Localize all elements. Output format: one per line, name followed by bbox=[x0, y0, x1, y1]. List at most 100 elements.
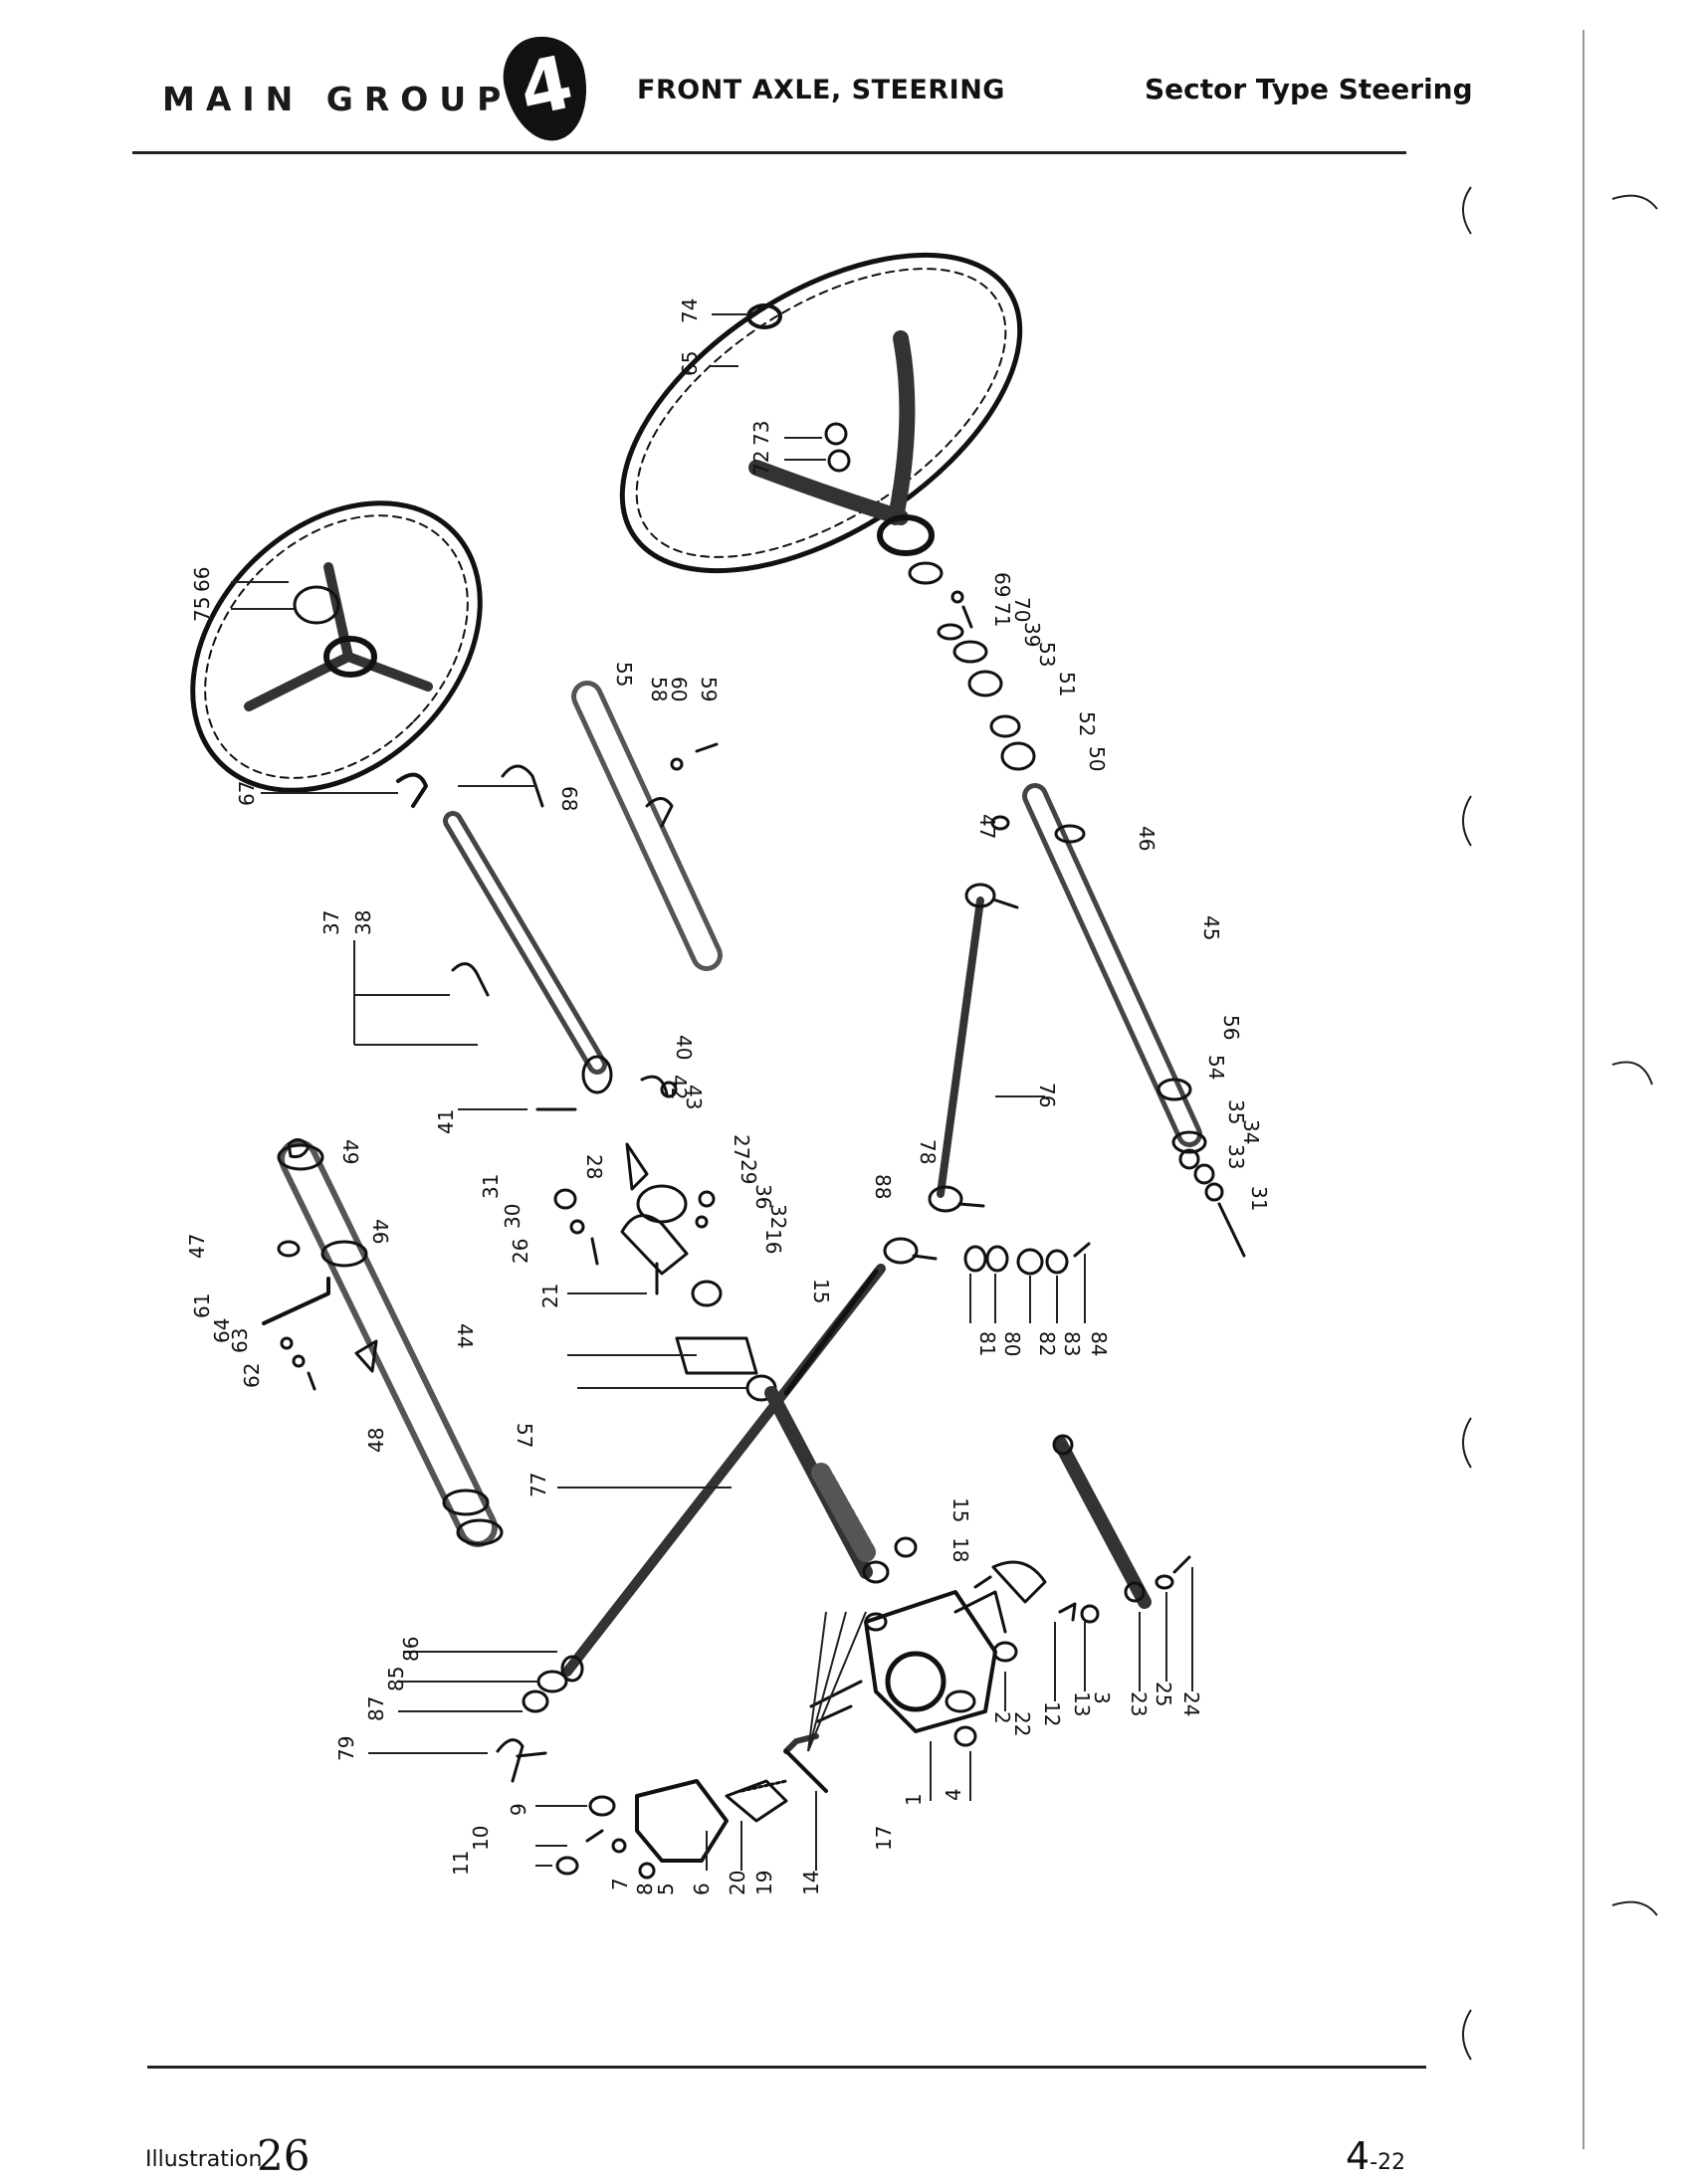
callout: 46 bbox=[368, 1219, 392, 1244]
callout: 33 bbox=[1224, 1144, 1248, 1169]
callout: 87 bbox=[364, 1696, 388, 1721]
callout: 31 bbox=[479, 1174, 503, 1199]
callout: 60 bbox=[667, 677, 691, 701]
callout: 85 bbox=[384, 1667, 408, 1691]
callout: 82 bbox=[1035, 1331, 1059, 1356]
callout: 54 bbox=[1204, 1055, 1228, 1080]
leader-lines bbox=[231, 313, 1193, 1871]
callout: 11 bbox=[449, 1851, 473, 1876]
main-group-label: MAIN GROUP bbox=[162, 80, 513, 118]
callout: 16 bbox=[761, 1229, 785, 1254]
callout: 61 bbox=[190, 1293, 214, 1318]
callout: 73 bbox=[749, 421, 773, 446]
illustration-number: 26 bbox=[257, 2131, 311, 2180]
callout: 48 bbox=[364, 1428, 388, 1453]
callout: 62 bbox=[240, 1363, 264, 1388]
callout: 43 bbox=[682, 1085, 706, 1109]
callout: 12 bbox=[1040, 1701, 1064, 1726]
callout: 79 bbox=[334, 1736, 358, 1761]
upper-parts-stack bbox=[908, 561, 1246, 1258]
callouts-steering-box: 15 18 1 2 12 13 3 23 25 24 22 4 17 14 bbox=[799, 1497, 1203, 1895]
page-number: 4-22 bbox=[1346, 2134, 1405, 2178]
callout: 37 bbox=[319, 910, 343, 935]
callout: 41 bbox=[434, 1109, 458, 1134]
callout: 17 bbox=[872, 1826, 896, 1851]
callout: 40 bbox=[672, 1035, 696, 1060]
callouts-upper-stack: 69 71 70 39 53 51 52 50 bbox=[990, 572, 1109, 771]
binding-edge-rule bbox=[1582, 30, 1584, 2149]
callout: 26 bbox=[509, 1239, 532, 1264]
callout: 56 bbox=[1219, 1015, 1243, 1040]
upper-shafts bbox=[443, 681, 723, 1075]
callout: 47 bbox=[185, 1234, 209, 1259]
callout: 15 bbox=[948, 1497, 972, 1522]
callout: 25 bbox=[1152, 1682, 1175, 1706]
callout: 75 bbox=[190, 597, 214, 622]
callout: 69 bbox=[990, 572, 1014, 597]
callout: 74 bbox=[678, 298, 702, 323]
callout: 65 bbox=[678, 351, 702, 376]
callout: 83 bbox=[1060, 1331, 1084, 1356]
worm-shaft bbox=[764, 1386, 918, 1584]
callout: 55 bbox=[612, 662, 636, 687]
steering-box bbox=[783, 1434, 1191, 1793]
callout: 27 bbox=[730, 1134, 753, 1159]
illustration-label: Illustration bbox=[145, 2147, 263, 2172]
box-cover bbox=[555, 1779, 788, 1880]
callout: 6 bbox=[690, 1883, 714, 1895]
page-number-suffix: -22 bbox=[1369, 2150, 1406, 2175]
callout: 64 bbox=[210, 1318, 234, 1343]
footer-rule bbox=[147, 2066, 1426, 2069]
callout: 24 bbox=[1179, 1691, 1203, 1716]
callout: 30 bbox=[501, 1204, 525, 1229]
callouts-wheel-large: 74 65 73 72 bbox=[678, 298, 773, 476]
callout: 51 bbox=[1055, 672, 1079, 696]
large-steering-wheel bbox=[619, 252, 1023, 574]
callout: 35 bbox=[1224, 1099, 1248, 1124]
callout: 47 bbox=[975, 814, 999, 839]
callouts-coupling: 40 42 43 41 27 28 29 36 32 31 30 26 21 1… bbox=[434, 1035, 833, 1308]
callout: 86 bbox=[399, 1637, 423, 1662]
callout: 84 bbox=[1087, 1331, 1111, 1356]
callout: 19 bbox=[752, 1871, 776, 1895]
callout: 22 bbox=[1010, 1711, 1034, 1736]
callouts-column-left: 49 47 46 61 64 63 62 44 48 57 bbox=[185, 1139, 536, 1453]
callout: 45 bbox=[1199, 915, 1223, 940]
callout: 31 bbox=[1247, 1186, 1271, 1211]
callout: 20 bbox=[726, 1871, 749, 1895]
callout: 1 bbox=[902, 1793, 926, 1806]
callouts-shaft-upper: 55 58 60 59 37 38 bbox=[319, 662, 721, 935]
callout: 46 bbox=[1135, 826, 1158, 851]
callout: 34 bbox=[1239, 1119, 1263, 1144]
callout: 76 bbox=[1035, 1083, 1059, 1107]
callout: 18 bbox=[948, 1537, 972, 1562]
callout: 58 bbox=[647, 677, 671, 701]
callout: 53 bbox=[1035, 642, 1059, 667]
section-title: FRONT AXLE, STEERING bbox=[637, 75, 1005, 105]
callout: 9 bbox=[507, 1803, 530, 1816]
callout: 28 bbox=[582, 1154, 606, 1179]
callout: 14 bbox=[799, 1871, 823, 1895]
callout: 21 bbox=[538, 1284, 562, 1308]
part-callouts: 74 65 73 72 69 71 70 39 53 51 52 50 47 4… bbox=[185, 298, 1271, 1895]
small-steering-wheel bbox=[190, 500, 483, 808]
callout: 49 bbox=[338, 1139, 362, 1164]
callout: 5 bbox=[654, 1883, 678, 1895]
callout: 39 bbox=[1020, 622, 1044, 647]
tie-rod bbox=[496, 1264, 886, 1783]
callout: 7 bbox=[608, 1878, 632, 1890]
callout: 50 bbox=[1085, 746, 1109, 771]
page-number-main: 4 bbox=[1346, 2134, 1370, 2178]
callout: 15 bbox=[809, 1279, 833, 1303]
header-rule bbox=[132, 151, 1406, 154]
callout: 57 bbox=[513, 1423, 536, 1448]
callout: 63 bbox=[228, 1328, 252, 1353]
callout: 2 bbox=[990, 1711, 1014, 1724]
left-steering-column bbox=[262, 1138, 504, 1547]
callout: 36 bbox=[751, 1184, 775, 1209]
callout: 59 bbox=[697, 677, 721, 701]
callout: 42 bbox=[667, 1075, 691, 1099]
callout: 81 bbox=[975, 1331, 999, 1356]
callouts-wheel-small: 75 66 67 68 bbox=[190, 567, 581, 812]
